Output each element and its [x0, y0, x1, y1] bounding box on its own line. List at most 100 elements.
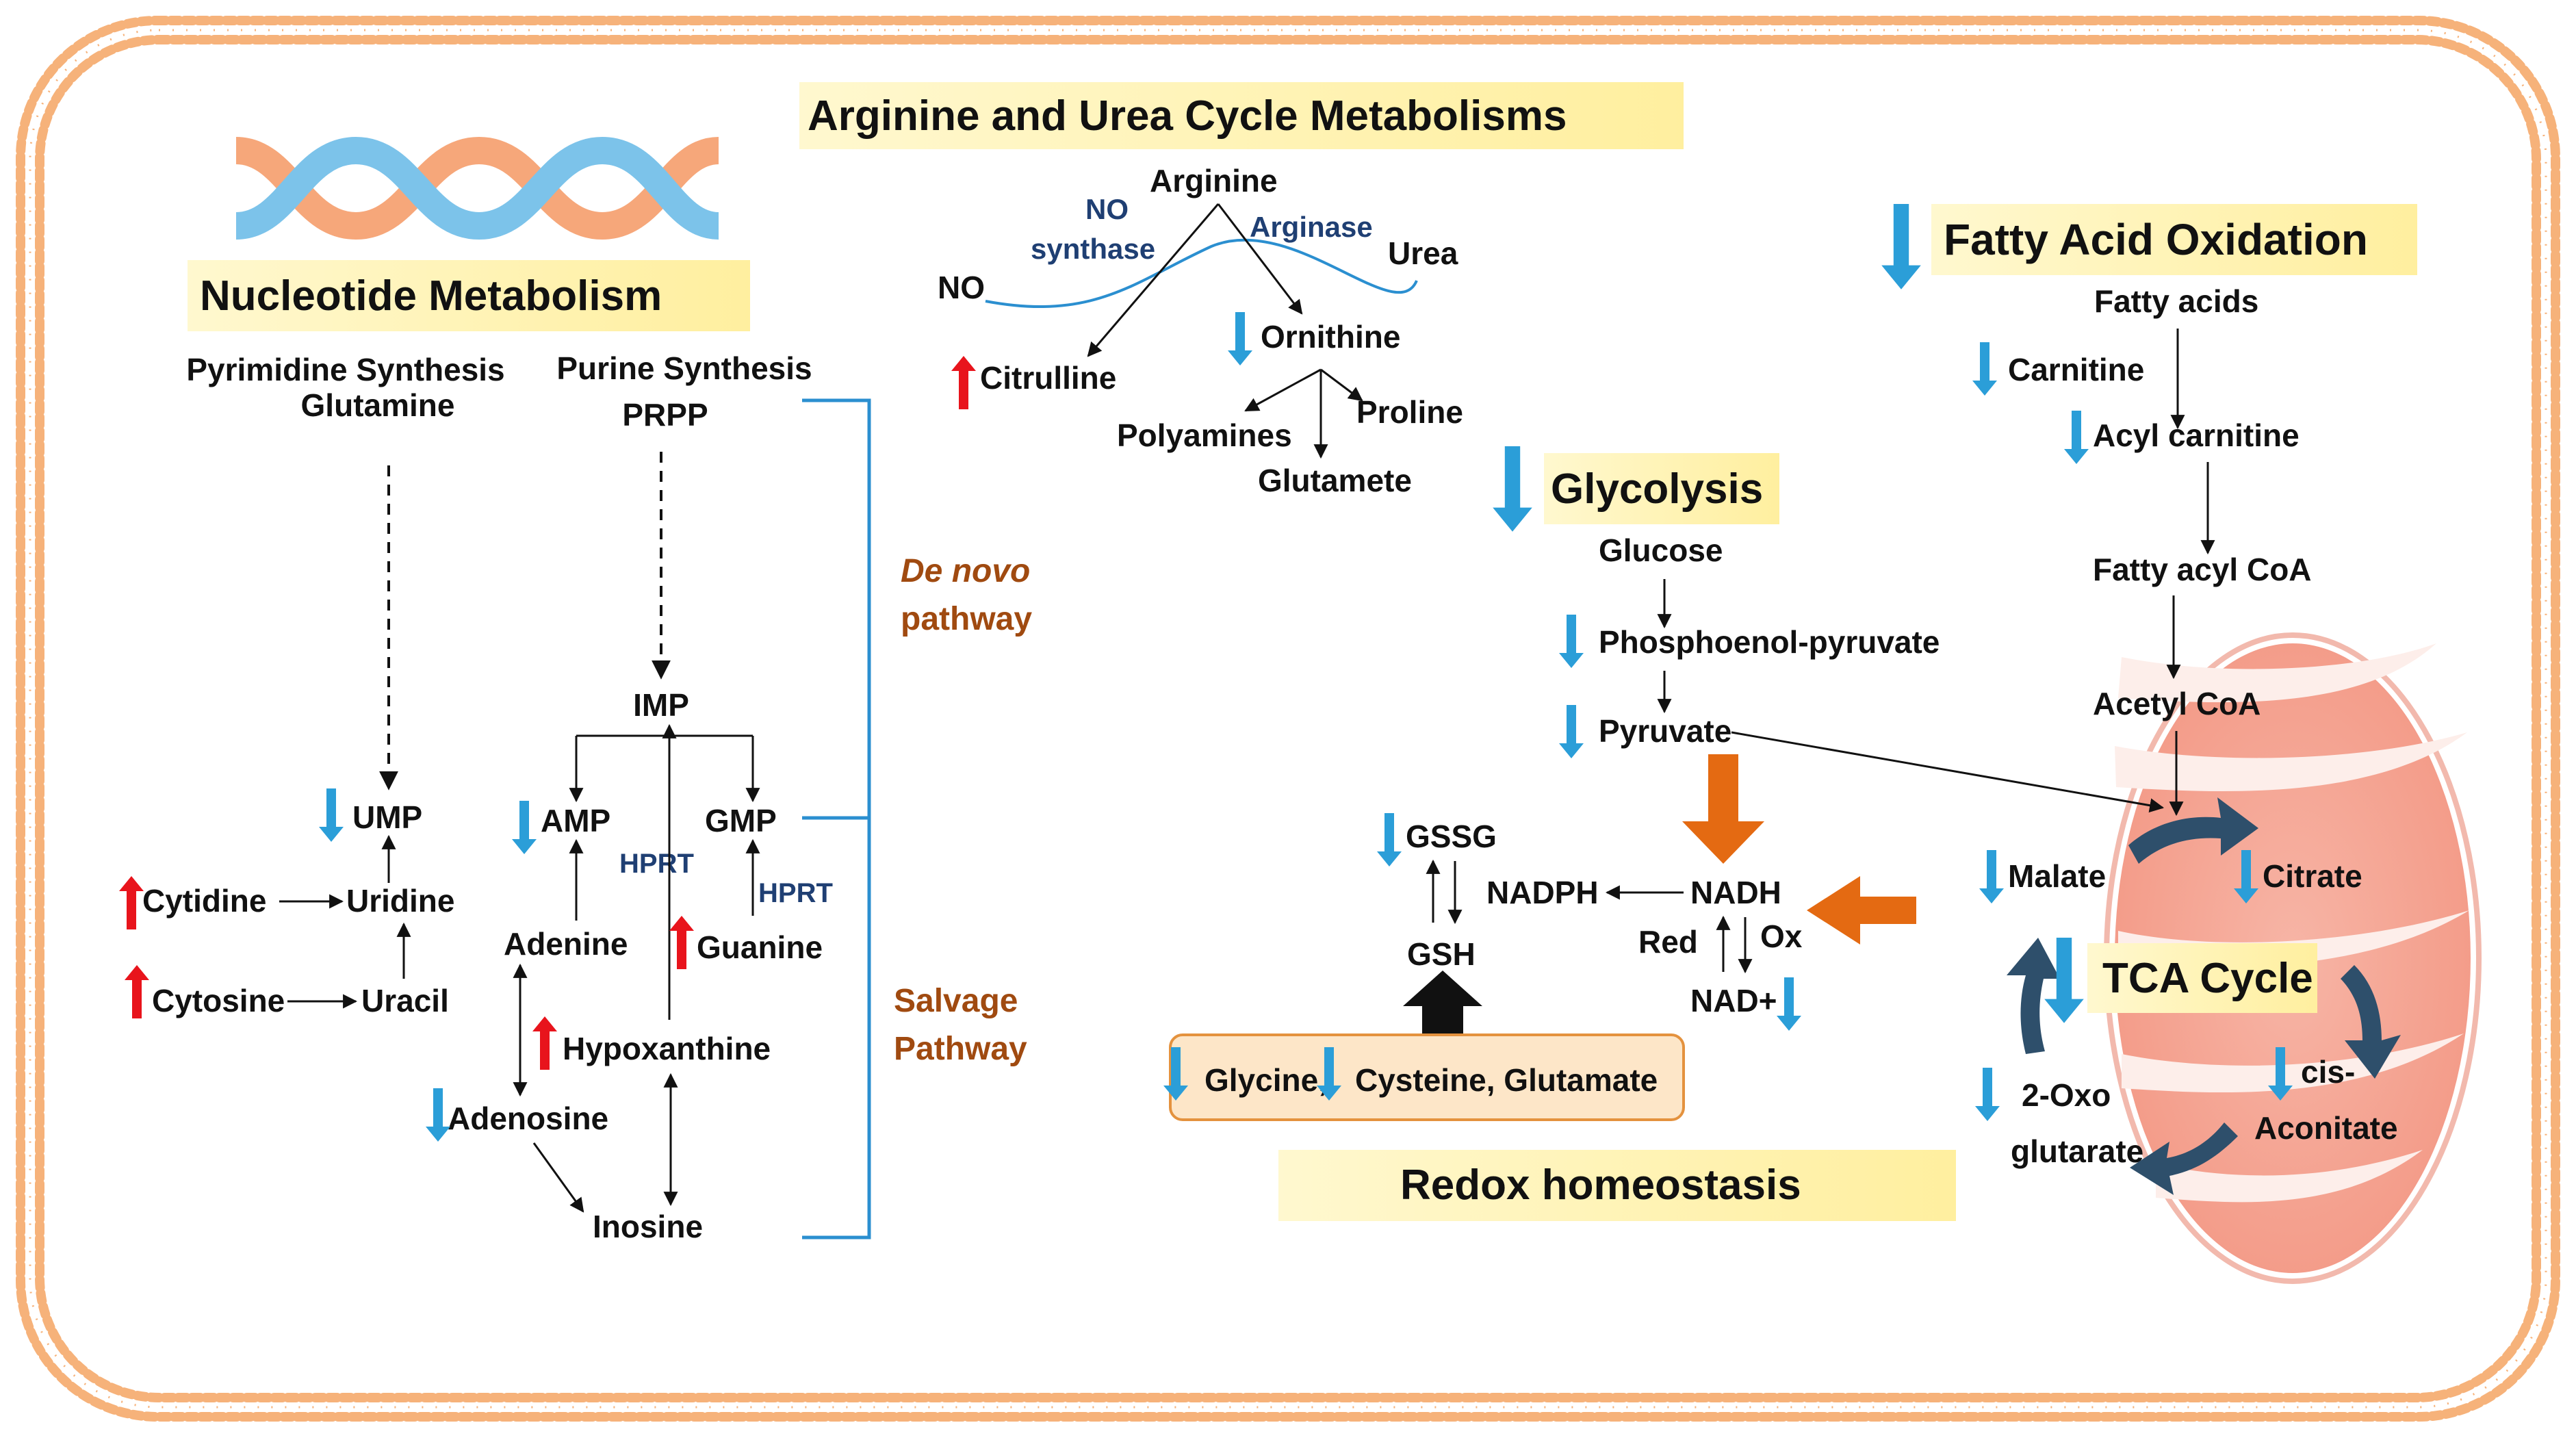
tca-title: TCA Cycle	[2102, 955, 2313, 1002]
arginine-section: Arginine NO synthase Arginase NO Urea Ci…	[938, 163, 1463, 498]
salvage-label: Salvage	[894, 983, 1018, 1019]
pyruvate-down-arrow-icon	[1559, 705, 1584, 758]
glucose-label: Glucose	[1599, 532, 1723, 568]
cysteine-glutamate-label: Cysteine, Glutamate	[1355, 1062, 1658, 1098]
cis-aconitate-down-arrow-icon	[2268, 1047, 2293, 1101]
malate-label: Malate	[2008, 858, 2106, 894]
tca-section: TCA Cycle Malate Citrate cis- Aconitate …	[2007, 797, 2401, 1195]
arginine-title-box: Arginine and Urea Cycle Metabolisms	[799, 82, 1684, 149]
fatty-acid-down-arrow-icon	[1881, 204, 1921, 290]
glycolysis-title-box: Glycolysis	[1544, 453, 1779, 524]
purine-synthesis-label: Purine Synthesis	[556, 350, 812, 386]
glutamete-label: Glutamete	[1258, 463, 1412, 498]
pathway-label: pathway	[901, 601, 1032, 637]
adenosine-down-arrow-icon	[426, 1088, 450, 1142]
carnitine-label: Carnitine	[2008, 352, 2144, 387]
arginine-to-ornithine-arrow	[1217, 203, 1303, 315]
nucleotide-section: Pyrimidine Synthesis Glutamine Purine Sy…	[142, 350, 1032, 1244]
redox-section: GSSG GSH NADPH NADH Red Ox NAD+ Glycine,…	[1169, 754, 1916, 1121]
fatty-acyl-coa-label: Fatty acyl CoA	[2093, 552, 2312, 587]
ox-label: Ox	[1760, 919, 1803, 954]
ornithine-label: Ornithine	[1261, 319, 1400, 355]
fatty-acid-title: Fatty Acid Oxidation	[1944, 215, 2368, 264]
adenine-label: Adenine	[504, 926, 628, 962]
no-label: NO	[938, 270, 985, 305]
gsh-label: GSH	[1407, 936, 1476, 972]
pyrimidine-synthesis-label: Pyrimidine Synthesis	[186, 352, 504, 387]
hprt-label-1: HPRT	[619, 849, 694, 879]
nucleotide-title: Nucleotide Metabolism	[200, 272, 662, 320]
uracil-label: Uracil	[361, 983, 449, 1018]
redox-title-box: Redox homeostasis	[1278, 1150, 1956, 1221]
acetyl-coa-label: Acetyl CoA	[2093, 686, 2261, 721]
adenosine-label: Adenosine	[448, 1101, 608, 1136]
arginine-title: Arginine and Urea Cycle Metabolisms	[808, 92, 1567, 140]
proline-label: Proline	[1356, 394, 1463, 430]
cytidine-up-arrow-icon	[119, 876, 144, 929]
dna-helix-icon	[235, 136, 720, 240]
no-synthase-label-1: NO	[1085, 193, 1129, 225]
glycolysis-down-arrow-icon	[1493, 446, 1532, 532]
acyl-carnitine-label: Acyl carnitine	[2093, 418, 2300, 453]
tca-arrow-left	[2007, 938, 2060, 1054]
uridine-label: Uridine	[346, 883, 454, 919]
tca-arrow-right	[2341, 965, 2401, 1079]
carnitine-down-arrow-icon	[1972, 342, 1997, 396]
pep-down-arrow-icon	[1559, 615, 1584, 668]
tca-title-box	[2087, 943, 2317, 1013]
redox-title: Redox homeostasis	[1400, 1161, 1801, 1209]
ump-label: UMP	[352, 799, 422, 835]
cytosine-label: Cytosine	[152, 983, 285, 1018]
glutarate-label: glutarate	[2011, 1133, 2143, 1169]
pyruvate-to-acetyl-coa-arrow	[1731, 731, 2165, 813]
citrulline-label: Citrulline	[980, 360, 1116, 396]
membrane-layer	[16, 16, 2560, 1422]
glutamine-label: Glutamine	[301, 387, 455, 423]
polyamines-label: Polyamines	[1117, 418, 1292, 453]
adenosine-to-inosine-arrow	[532, 1142, 584, 1213]
citrulline-up-arrow-icon	[951, 356, 976, 409]
gssg-down-arrow-icon	[1377, 813, 1402, 866]
cytidine-label: Cytidine	[142, 883, 266, 919]
guanine-up-arrow-icon	[669, 916, 694, 969]
pep-label: Phosphoenol-pyruvate	[1599, 624, 1940, 660]
citrate-down-arrow-icon	[2234, 850, 2258, 903]
ornithine-to-polyamines-arrow	[1244, 368, 1322, 412]
acyl-carnitine-down-arrow-icon	[2064, 411, 2089, 464]
inosine-label: Inosine	[593, 1209, 703, 1244]
tca-arrow-top	[2128, 797, 2258, 864]
hypoxanthine-label: Hypoxanthine	[563, 1031, 771, 1066]
cytosine-up-arrow-icon	[125, 965, 149, 1018]
amp-down-arrow-icon	[512, 801, 537, 854]
citrate-label: Citrate	[2263, 858, 2362, 894]
gmp-label: GMP	[705, 803, 777, 838]
urea-curve	[985, 238, 1418, 308]
pathway-bracket	[802, 398, 871, 1240]
tca-to-nadh-arrow	[1807, 876, 1916, 945]
amino-acids-to-gsh-arrow	[1403, 971, 1482, 1033]
glycine-down-arrow-icon	[1163, 1047, 1188, 1101]
hypoxanthine-up-arrow-icon	[532, 1016, 557, 1070]
membrane-layer	[35, 35, 2541, 1402]
cysteine-down-arrow-icon	[1317, 1047, 1341, 1101]
oxo-glutarate-down-arrow-icon	[1975, 1068, 2000, 1121]
glycolysis-section: Glucose Phosphoenol-pyruvate Pyruvate	[1599, 532, 2165, 813]
prpp-label: PRPP	[622, 397, 708, 433]
fatty-acids-label: Fatty acids	[2094, 283, 2258, 319]
ornithine-to-proline-arrow	[1320, 368, 1363, 402]
imp-label: IMP	[633, 687, 689, 723]
cell-membrane	[16, 16, 2560, 1422]
salvage-pathway-label: Pathway	[894, 1031, 1027, 1067]
pyruvate-to-nadh-arrow	[1682, 754, 1764, 864]
regulation-arrows	[119, 204, 2293, 1142]
ornithine-down-arrow-icon	[1228, 312, 1252, 365]
amino-acid-box	[1169, 1033, 1685, 1121]
gssg-label: GSSG	[1406, 819, 1497, 854]
no-synthase-label-2: synthase	[1031, 233, 1155, 265]
ump-down-arrow-icon	[319, 788, 344, 842]
pyruvate-label: Pyruvate	[1599, 713, 1731, 749]
tca-arrow-bottom	[2130, 1122, 2238, 1195]
fatty-acid-title-box: Fatty Acid Oxidation	[1931, 204, 2417, 275]
glycolysis-title: Glycolysis	[1551, 465, 1763, 513]
